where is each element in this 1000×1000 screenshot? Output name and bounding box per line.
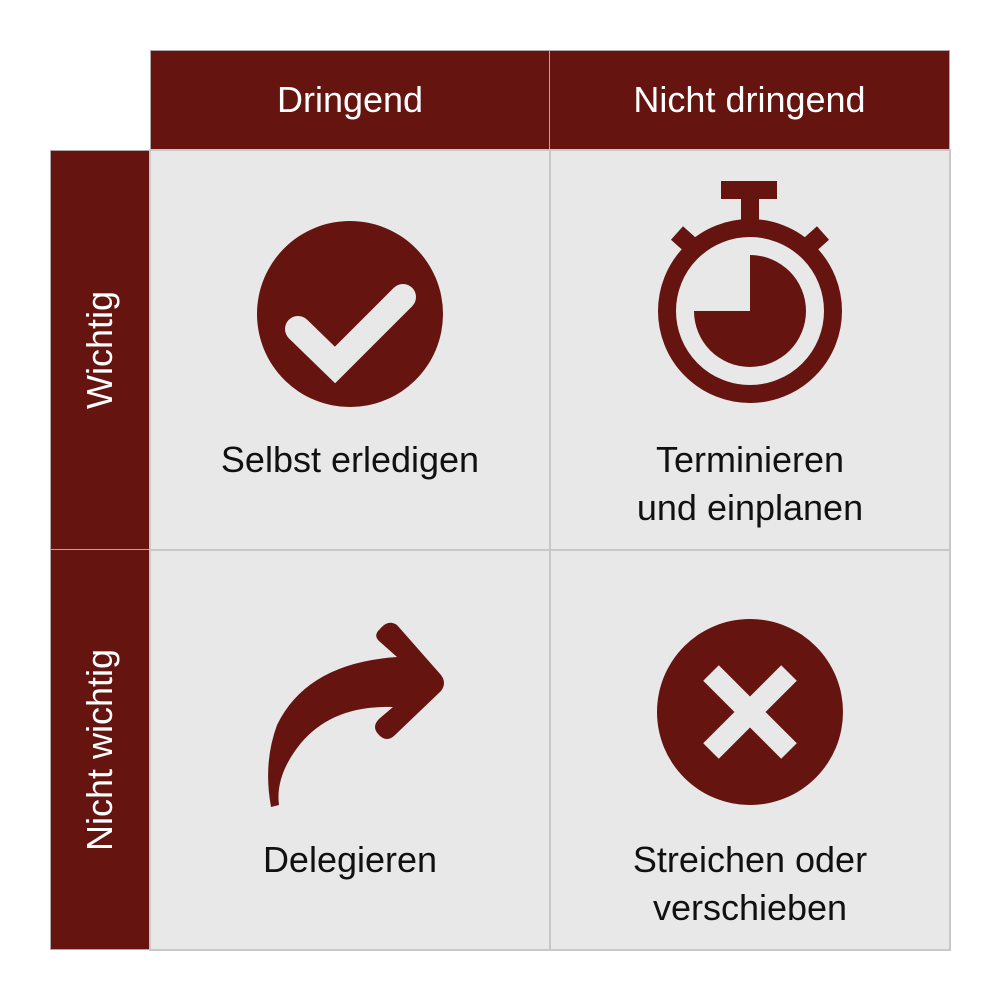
quadrant-label-line2: und einplanen [636, 487, 864, 528]
check-circle-icon [257, 221, 443, 407]
quadrant-schedule: Terminieren und einplanen [549, 149, 951, 551]
quadrant-label-line1: Selbst erledigen [220, 439, 480, 480]
quadrant-do: Selbst erledigen [149, 149, 551, 551]
column-header-dringend: Dringend [150, 50, 550, 150]
quadrant-label-line1: Streichen oder [632, 839, 868, 880]
quadrant-label: Selbst erledigen [151, 436, 549, 484]
quadrant-label-line1: Delegieren [262, 839, 438, 880]
quadrant-label-line2: verschieben [652, 887, 848, 928]
row-header-label: Nicht wichtig [79, 648, 120, 851]
quadrant-delegate: Delegieren [149, 549, 551, 951]
row-header-wichtig: Wichtig [50, 150, 150, 550]
row-header-nicht-wichtig: Nicht wichtig [50, 549, 150, 950]
quadrant-label: Delegieren [151, 836, 549, 884]
column-header-label: Nicht dringend [633, 79, 866, 120]
column-header-label: Dringend [276, 79, 424, 120]
share-arrow-icon [268, 622, 444, 807]
quadrant-label: Streichen oder verschieben [551, 836, 949, 932]
quadrant-label-line1: Terminieren [655, 439, 845, 480]
stopwatch-icon [658, 181, 842, 403]
row-header-label: Wichtig [79, 290, 120, 410]
x-circle-icon [657, 619, 843, 805]
quadrant-eliminate: Streichen oder verschieben [549, 549, 951, 951]
quadrant-label: Terminieren und einplanen [551, 436, 949, 532]
column-header-nicht-dringend: Nicht dringend [549, 50, 950, 150]
